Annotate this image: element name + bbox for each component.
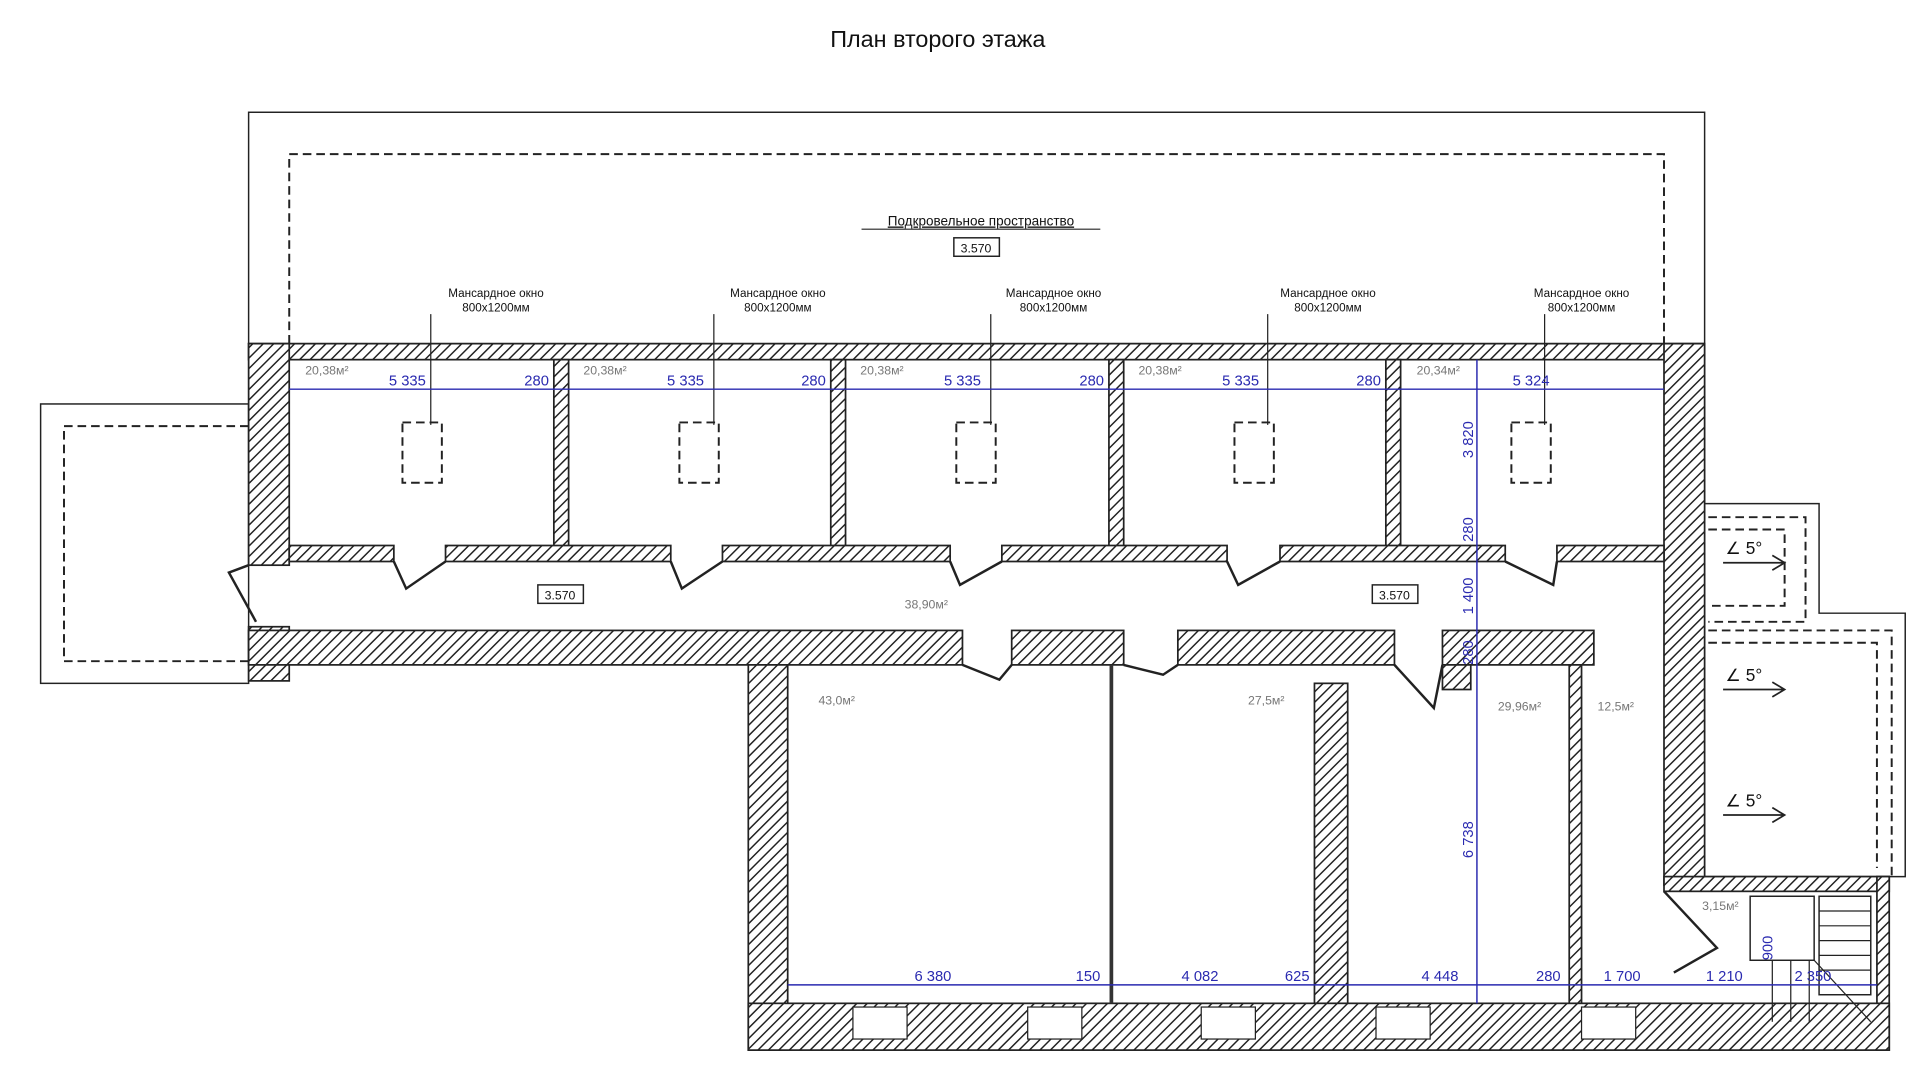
room-area: 43,0м² xyxy=(818,693,854,707)
dim-top: 280 xyxy=(1356,373,1381,389)
dim-vertical: 280 xyxy=(1461,517,1477,542)
roof-slopes: ∠ 5° ∠ 5° ∠ 5° xyxy=(1723,538,1787,824)
room-areas: 20,38м² 20,38м² 20,38м² 20,38м² 20,34м² … xyxy=(305,363,1738,912)
mansard-windows: Мансардное окно 800x1200мм Мансардное ок… xyxy=(401,287,1630,484)
mansard-label: Мансардное окно xyxy=(1006,287,1102,300)
room-area: 3,15м² xyxy=(1702,899,1738,913)
corridor-level: 3.570 xyxy=(1379,589,1410,603)
dim-top: 5 335 xyxy=(667,373,704,389)
corridor-area: 38,90м² xyxy=(905,597,948,611)
slope-arrow-icon xyxy=(1723,554,1787,571)
dim-top: 280 xyxy=(801,373,826,389)
attic-level: 3.570 xyxy=(961,242,992,256)
slope-arrow-icon xyxy=(1723,806,1787,824)
dim-bottom: 1 210 xyxy=(1706,969,1743,985)
walls xyxy=(247,342,1891,1051)
dim-vertical: 280 xyxy=(1461,640,1477,665)
dim-top: 280 xyxy=(1079,373,1104,389)
mansard-size: 800x1200мм xyxy=(1294,302,1361,315)
slope-label: ∠ 5° xyxy=(1726,790,1763,810)
mansard-size: 800x1200мм xyxy=(744,302,811,315)
stairs xyxy=(1749,895,1872,1023)
dimension-lines: 5 335 280 5 335 280 5 335 280 5 335 280 … xyxy=(289,359,1877,1004)
dim-top: 5 335 xyxy=(1222,373,1259,389)
dim-top: 5 335 xyxy=(389,373,426,389)
mansard-label: Мансардное окно xyxy=(730,287,826,300)
dim-top: 280 xyxy=(524,373,549,389)
room-area: 20,38м² xyxy=(1138,363,1181,377)
dim-top: 5 335 xyxy=(944,373,981,389)
room-area: 20,38м² xyxy=(305,363,348,377)
dim-vertical: 3 820 xyxy=(1461,421,1477,458)
slope-arrow-icon xyxy=(1723,681,1787,698)
dim-vertical: 6 738 xyxy=(1461,821,1477,858)
mansard-size: 800x1200мм xyxy=(462,302,529,315)
dim-bottom: 150 xyxy=(1076,969,1101,985)
dim-bottom: 6 380 xyxy=(914,969,951,985)
doors xyxy=(227,560,1719,974)
room-area: 20,34м² xyxy=(1417,363,1460,377)
dim-bottom: 4 448 xyxy=(1422,969,1459,985)
left-balcony xyxy=(39,403,250,685)
dim-bottom: 2 350 xyxy=(1794,969,1831,985)
dim-bottom: 1 700 xyxy=(1604,969,1641,985)
dim-vertical: 1 400 xyxy=(1461,578,1477,615)
mansard-label: Мансардное окно xyxy=(448,287,544,300)
mansard-label: Мансардное окно xyxy=(1534,287,1630,300)
slope-label: ∠ 5° xyxy=(1726,538,1763,558)
room-area: 20,38м² xyxy=(860,363,903,377)
mansard-label: Мансардное окно xyxy=(1280,287,1376,300)
dim-top: 5 324 xyxy=(1513,373,1550,389)
slope-label: ∠ 5° xyxy=(1726,665,1763,685)
mansard-size: 800x1200мм xyxy=(1548,302,1615,315)
dim-stair: 900 xyxy=(1760,936,1776,961)
mansard-size: 800x1200мм xyxy=(1020,302,1087,315)
attic-label: Подкровельное пространство xyxy=(888,213,1074,228)
dim-bottom: 625 xyxy=(1285,969,1310,985)
dim-bottom: 280 xyxy=(1536,969,1561,985)
plan-title: План второго этажа xyxy=(830,26,1045,52)
room-area: 12,5м² xyxy=(1598,699,1634,713)
room-area: 20,38м² xyxy=(583,363,626,377)
room-area: 27,5м² xyxy=(1248,693,1284,707)
room-area: 29,96м² xyxy=(1498,699,1541,713)
dim-bottom: 4 082 xyxy=(1182,969,1219,985)
corridor-level: 3.570 xyxy=(545,589,576,603)
